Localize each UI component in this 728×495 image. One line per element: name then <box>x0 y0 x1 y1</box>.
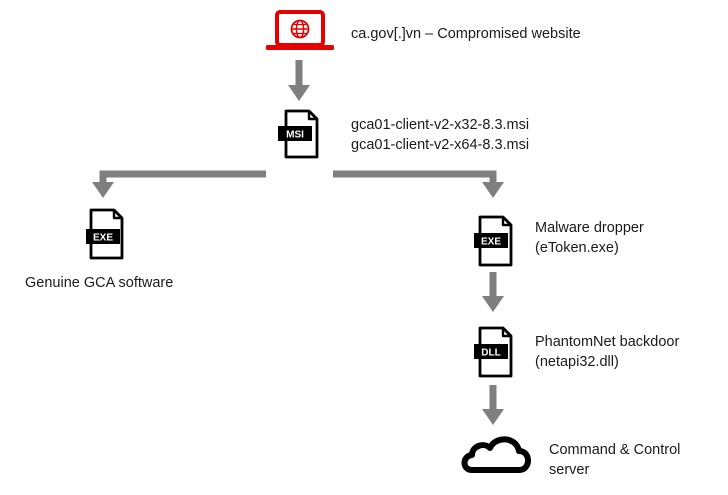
dropper-title: Malware dropper <box>535 220 644 236</box>
arrow-backdoor-to-c2 <box>482 385 504 425</box>
arrow-msi-to-dropper <box>333 170 504 198</box>
cloud-icon <box>461 436 531 473</box>
msi-file-icon: MSI <box>278 109 319 159</box>
laptop-globe-icon <box>266 10 334 50</box>
dropper-exe-file-icon: EXE <box>474 215 513 267</box>
msi-file-x64: gca01-client-v2-x64-8.3.msi <box>351 137 530 153</box>
backdoor-label: PhantomNet backdoor (netapi32.dll) <box>535 332 679 372</box>
backdoor-title: PhantomNet backdoor <box>535 334 680 350</box>
dropper-file: (eToken.exe) <box>535 240 619 256</box>
msi-icon-text: MSI <box>286 130 304 141</box>
arrow-msi-to-genuine <box>92 170 266 198</box>
flow-arrows <box>92 60 504 425</box>
msi-files-label: gca01-client-v2-x32-8.3.msi gca01-client… <box>351 115 529 155</box>
c2-label: Command & Control server <box>549 440 680 480</box>
genuine-label: Genuine GCA software <box>25 273 173 293</box>
backdoor-dll-file-icon: DLL <box>474 326 513 378</box>
genuine-icon-text: EXE <box>93 233 113 244</box>
arrow-website-to-msi <box>288 60 310 101</box>
dropper-icon-text: EXE <box>481 237 501 248</box>
msi-file-x32: gca01-client-v2-x32-8.3.msi <box>351 117 530 133</box>
backdoor-file: (netapi32.dll) <box>535 354 619 370</box>
website-label: ca.gov[.]vn – Compromised website <box>351 24 581 44</box>
genuine-exe-file-icon: EXE <box>86 208 124 260</box>
arrow-dropper-to-backdoor <box>482 272 504 312</box>
genuine-label-text: Genuine GCA software <box>25 275 174 291</box>
c2-line2: server <box>549 462 590 478</box>
website-label-text: ca.gov[.]vn – Compromised website <box>351 26 581 42</box>
c2-line1: Command & Control <box>549 442 681 458</box>
backdoor-icon-text: DLL <box>481 348 500 359</box>
dropper-label: Malware dropper (eToken.exe) <box>535 218 644 258</box>
